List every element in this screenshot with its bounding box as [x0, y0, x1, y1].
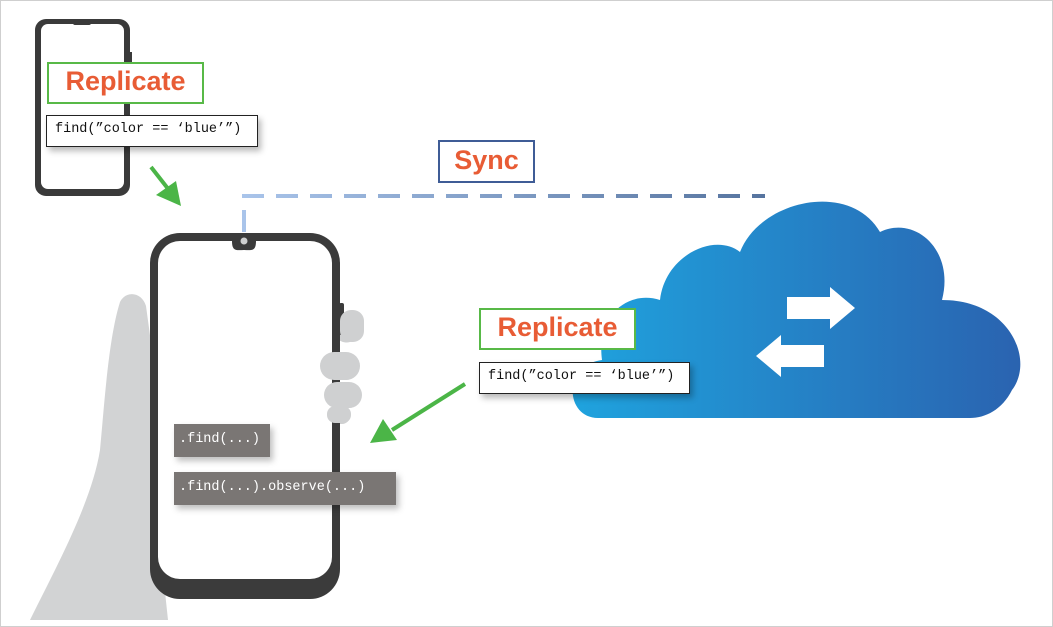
query-text: find(”color == ‘blue’”) — [55, 122, 242, 137]
replicate-query-device: find(”color == ‘blue’”) — [46, 115, 258, 147]
replicate-query-cloud: find(”color == ‘blue’”) — [479, 362, 690, 394]
small-phone-icon — [35, 19, 132, 196]
main-phone-icon — [150, 233, 344, 599]
arrow-small-to-main — [149, 165, 181, 206]
replicate-label-text: Replicate — [65, 66, 186, 96]
sync-label: Sync — [438, 140, 535, 183]
method-find-observe-text: .find(...).observe(...) — [179, 480, 366, 495]
replicate-label-cloud: Replicate — [479, 308, 636, 350]
replicate-label-device: Replicate — [47, 62, 204, 104]
replicate-label-text: Replicate — [497, 312, 618, 342]
fingers-icon — [320, 310, 364, 423]
sync-label-text: Sync — [454, 145, 519, 175]
method-find-observe: .find(...).observe(...) — [174, 472, 396, 505]
sync-dashed-line — [242, 194, 765, 232]
method-find-text: .find(...) — [179, 432, 261, 447]
query-text: find(”color == ‘blue’”) — [488, 369, 675, 384]
sync-arrows-icon — [756, 287, 855, 377]
arrow-cloud-to-main — [370, 382, 467, 443]
method-find: .find(...) — [174, 424, 270, 457]
